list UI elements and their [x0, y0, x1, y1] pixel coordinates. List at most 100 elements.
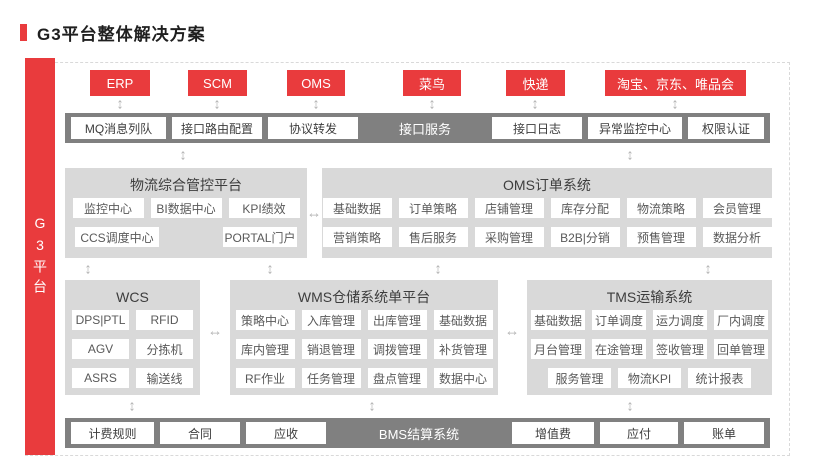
updown-arrow-icon: ↕: [84, 260, 92, 278]
updown-arrow-icon: ↕: [368, 397, 376, 415]
row: 营销策略 售后服务 采购管理 B2B|分销 预售管理 数据分析: [322, 227, 772, 247]
section-title: WCS: [116, 289, 149, 305]
row: 库内管理 销退管理 调拨管理 补货管理: [230, 339, 498, 359]
box-presale-mgmt: 预售管理: [626, 227, 696, 247]
leftright-arrow-icon: ↔: [207, 322, 223, 340]
item-protocol-forward: 协议转发: [268, 117, 358, 139]
box-capacity-dispatch: 运力调度: [653, 310, 707, 330]
box-warehouse-mgmt: 库内管理: [235, 339, 295, 359]
box-contract: 合同: [160, 422, 240, 444]
section-tms: TMS运输系统 基础数据 订单调度 运力调度 厂内调度 月台管理 在途管理 签收…: [527, 280, 772, 395]
leftright-arrow-icon: ↔: [504, 322, 520, 340]
box-basic-data: 基础数据: [531, 310, 585, 330]
box-logistics-kpi: 物流KPI: [618, 368, 681, 388]
row: AGV 分拣机: [65, 339, 200, 359]
box-transfer-mgmt: 调拨管理: [367, 339, 427, 359]
system-cainiao: 菜鸟: [403, 70, 461, 96]
box-agv: AGV: [72, 339, 129, 359]
box-bill: 账单: [684, 422, 764, 444]
updown-arrow-icon: ↕: [312, 95, 320, 113]
box-signoff-mgmt: 签收管理: [653, 339, 707, 359]
box-returns-mgmt: 销退管理: [301, 339, 361, 359]
updown-arrow-icon: ↕: [128, 397, 136, 415]
item-auth: 权限认证: [688, 117, 764, 139]
box-stocktake: 盘点管理: [367, 368, 427, 388]
box-procurement: 采购管理: [474, 227, 544, 247]
page-title: G3平台整体解决方案: [37, 25, 206, 44]
row: 策略中心 入库管理 出库管理 基础数据: [230, 310, 498, 330]
box-receipt-mgmt: 回单管理: [714, 339, 768, 359]
section-control-platform: 物流综合管控平台 监控中心 BI数据中心 KPI绩效 CCS调度中心 PORTA…: [65, 168, 307, 258]
system-oms: OMS: [287, 70, 345, 96]
box-service-mgmt: 服务管理: [548, 368, 611, 388]
updown-arrow-icon: ↕: [266, 260, 274, 278]
box-outbound-mgmt: 出库管理: [367, 310, 427, 330]
row: 监控中心 BI数据中心 KPI绩效: [65, 198, 307, 218]
section-wms: WMS仓储系统单平台 策略中心 入库管理 出库管理 基础数据 库内管理 销退管理…: [230, 280, 498, 395]
section-title: OMS订单系统: [503, 177, 591, 193]
row: RF作业 任务管理 盘点管理 数据中心: [230, 368, 498, 388]
sidebar-g3-platform: G3平台: [25, 58, 55, 455]
box-rfid: RFID: [136, 310, 193, 330]
updown-arrow-icon: ↕: [531, 95, 539, 113]
system-taobao-jd-vip: 淘宝、京东、唯品会: [605, 70, 746, 96]
section-title: TMS运输系统: [606, 289, 693, 305]
box-in-transit-mgmt: 在途管理: [592, 339, 646, 359]
updown-arrow-icon: ↕: [704, 260, 712, 278]
box-store-mgmt: 店铺管理: [474, 198, 544, 218]
header: G3平台整体解决方案: [20, 20, 206, 45]
row: 月台管理 在途管理 签收管理 回单管理: [527, 339, 772, 359]
box-value-added-fee: 增值费: [512, 422, 594, 444]
box-replenishment: 补货管理: [433, 339, 493, 359]
box-kpi-performance: KPI绩效: [228, 198, 300, 218]
box-payable: 应付: [600, 422, 678, 444]
box-asrs: ASRS: [72, 368, 129, 388]
box-conveyor: 输送线: [136, 368, 193, 388]
row: DPS|PTL RFID: [65, 310, 200, 330]
box-dps-ptl: DPS|PTL: [72, 310, 129, 330]
interface-service-label: 接口服务: [398, 121, 451, 137]
row: 基础数据 订单调度 运力调度 厂内调度: [527, 310, 772, 330]
section-wcs: WCS DPS|PTL RFID AGV 分拣机 ASRS 输送线: [65, 280, 200, 395]
box-member-mgmt: 会员管理: [702, 198, 772, 218]
box-after-sales: 售后服务: [398, 227, 468, 247]
box-order-dispatch: 订单调度: [592, 310, 646, 330]
box-sorter: 分拣机: [136, 339, 193, 359]
title-bullet: [20, 24, 27, 41]
bms-settlement-bar: 计费规则 合同 应收 BMS结算系统 增值费 应付 账单: [65, 418, 770, 448]
system-express: 快递: [506, 70, 565, 96]
leftright-arrow-icon: ↔: [306, 204, 322, 222]
updown-arrow-icon: ↕: [179, 146, 187, 164]
bms-label: BMS结算系统: [378, 426, 460, 442]
system-erp: ERP: [90, 70, 150, 96]
box-bi-data-center: BI数据中心: [150, 198, 222, 218]
section-oms-order-system: OMS订单系统 基础数据 订单策略 店铺管理 库存分配 物流策略 会员管理 营销…: [322, 168, 772, 258]
box-dock-mgmt: 月台管理: [531, 339, 585, 359]
box-ccs-dispatch: CCS调度中心: [75, 227, 159, 247]
box-billing-rules: 计费规则: [71, 422, 154, 444]
updown-arrow-icon: ↕: [626, 146, 634, 164]
updown-arrow-icon: ↕: [434, 260, 442, 278]
item-route-config: 接口路由配置: [172, 117, 262, 139]
row: 基础数据 订单策略 店铺管理 库存分配 物流策略 会员管理: [322, 198, 772, 218]
box-receivable: 应收: [246, 422, 326, 444]
box-order-strategy: 订单策略: [398, 198, 468, 218]
interface-service-bar: MQ消息列队 接口路由配置 协议转发 接口服务 接口日志 异常监控中心 权限认证: [65, 113, 770, 143]
box-data-center: 数据中心: [433, 368, 493, 388]
item-interface-log: 接口日志: [492, 117, 582, 139]
row: CCS调度中心 PORTAL门户: [65, 227, 307, 247]
box-stat-report: 统计报表: [688, 368, 751, 388]
box-strategy-center: 策略中心: [235, 310, 295, 330]
box-logistics-strategy: 物流策略: [626, 198, 696, 218]
box-basic-data: 基础数据: [433, 310, 493, 330]
box-portal: PORTAL门户: [223, 227, 297, 247]
system-scm: SCM: [188, 70, 247, 96]
item-mq-message-queue: MQ消息列队: [71, 117, 166, 139]
row: 服务管理 物流KPI 统计报表: [527, 368, 772, 388]
updown-arrow-icon: ↕: [116, 95, 124, 113]
box-inbound-mgmt: 入库管理: [301, 310, 361, 330]
box-basic-data: 基础数据: [322, 198, 392, 218]
box-rf-operation: RF作业: [235, 368, 295, 388]
item-exception-monitor: 异常监控中心: [588, 117, 682, 139]
